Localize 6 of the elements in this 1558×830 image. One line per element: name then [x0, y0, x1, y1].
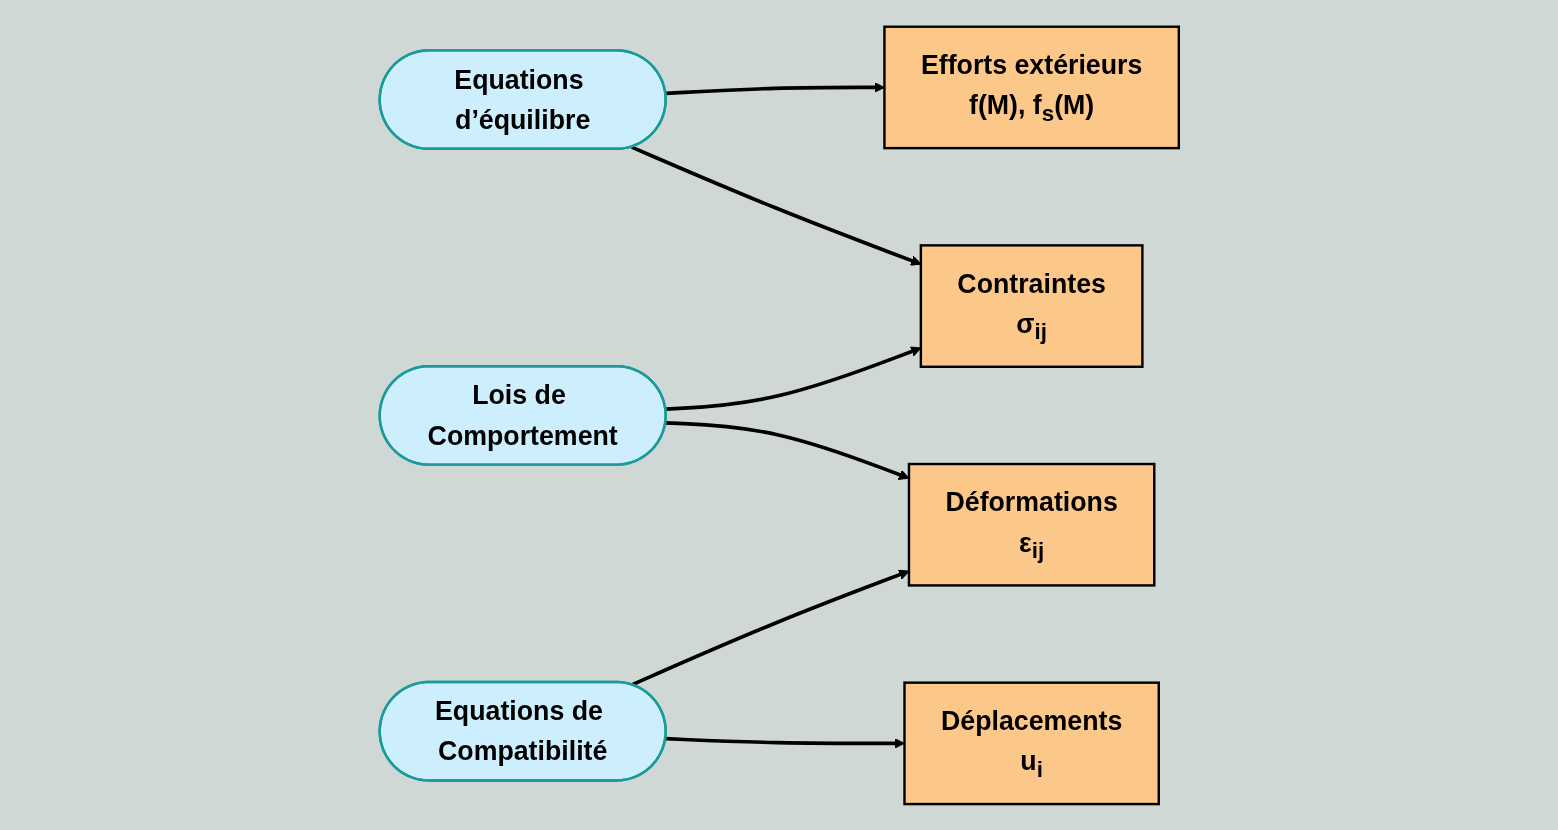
- node-box: Contraintes σ$_{ij}$: [919, 243, 1144, 368]
- node-box: Déplacements u$_{i}$: [903, 681, 1160, 805]
- arrow: [665, 81, 885, 95]
- node-box: Déformations ε$_{ij}$: [907, 462, 1156, 587]
- node-box: Efforts extérieurs f(M), f$_{s}$(M): [882, 25, 1180, 149]
- arrow: [665, 736, 905, 749]
